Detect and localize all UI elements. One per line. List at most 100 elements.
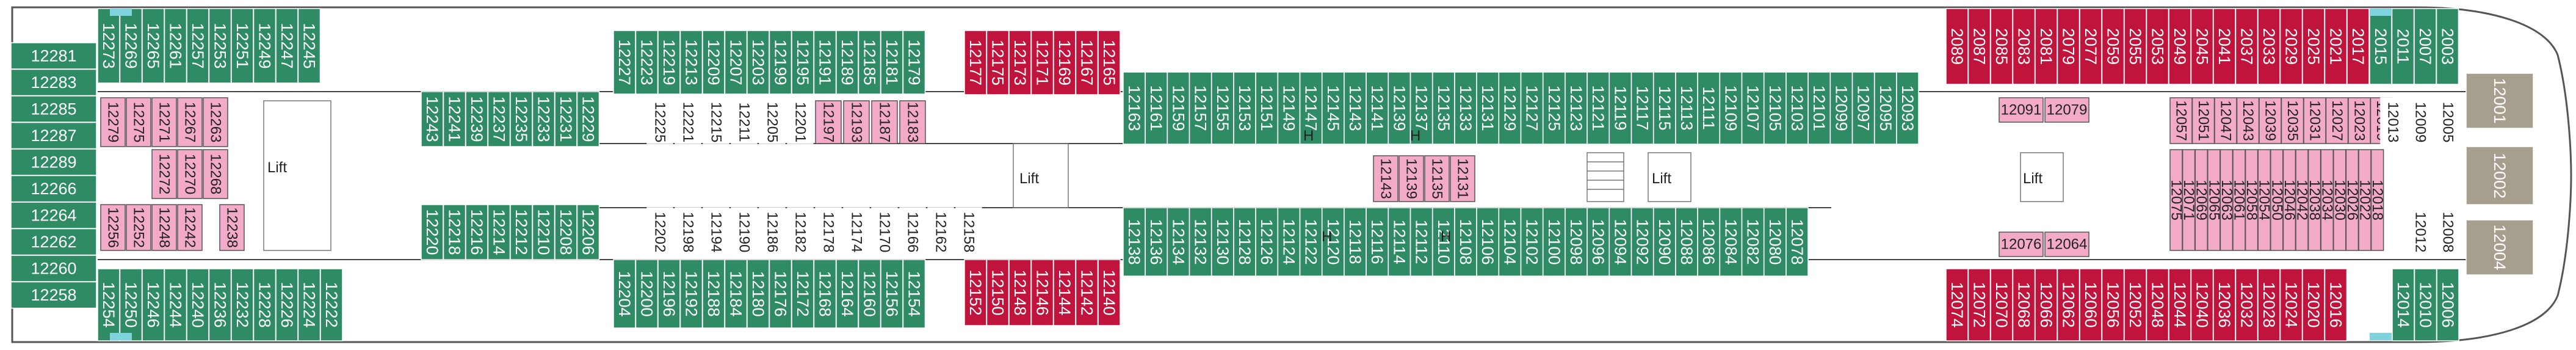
- cabin-shape[interactable]: [177, 149, 203, 199]
- cabin-12241[interactable]: 12241: [443, 91, 466, 147]
- cabin-12227[interactable]: 12227: [613, 30, 636, 95]
- cabin-12279[interactable]: 12279: [100, 97, 126, 147]
- cabin-12079[interactable]: 12079: [2044, 97, 2089, 123]
- cabin-shape[interactable]: [787, 207, 814, 257]
- cabin-12187[interactable]: 12187: [871, 100, 898, 144]
- cabin-shape[interactable]: [421, 204, 444, 260]
- cabin-12258[interactable]: 12258: [10, 281, 97, 309]
- cabin-12147[interactable]: 12147: [1299, 71, 1323, 145]
- cabin-shape[interactable]: [2324, 268, 2348, 341]
- cabin-12116[interactable]: 12116: [1366, 207, 1389, 277]
- cabin-12182[interactable]: 12182: [787, 207, 814, 257]
- cabin-12152[interactable]: 12152: [964, 259, 987, 326]
- cabin-shape[interactable]: [613, 259, 636, 329]
- cabin-12239[interactable]: 12239: [465, 91, 488, 147]
- cabin-12010[interactable]: 12010: [2414, 268, 2437, 341]
- cabin-shape[interactable]: [2079, 268, 2102, 341]
- cabin-shape[interactable]: [1741, 71, 1765, 145]
- cabin-12004[interactable]: 12004: [2466, 219, 2534, 275]
- cabin-12149[interactable]: 12149: [1277, 71, 1301, 145]
- cabin-shape[interactable]: [899, 100, 926, 144]
- cabin-12229[interactable]: 12229: [576, 91, 600, 147]
- cabin-shape[interactable]: [635, 30, 659, 95]
- cabin-shape[interactable]: [443, 91, 466, 147]
- cabin-shape[interactable]: [1945, 268, 1969, 341]
- cabin-12005[interactable]: 12005: [2435, 97, 2461, 147]
- cabin-12154[interactable]: 12154: [902, 259, 926, 329]
- cabin-shape[interactable]: [703, 207, 729, 257]
- cabin-shape[interactable]: [2235, 268, 2259, 341]
- cabin-12105[interactable]: 12105: [1764, 71, 1787, 145]
- cabin-shape[interactable]: [275, 268, 298, 341]
- cabin-shape[interactable]: [1454, 71, 1477, 145]
- cabin-12103[interactable]: 12103: [1785, 71, 1809, 145]
- cabin-12118[interactable]: 12118: [1344, 207, 1367, 277]
- cabin-shape[interactable]: [1098, 30, 1121, 95]
- cabin-12075[interactable]: 12075: [2168, 149, 2185, 251]
- cabin-shape[interactable]: [1366, 71, 1389, 145]
- cabin-12096[interactable]: 12096: [1586, 207, 1610, 277]
- cabin-shape[interactable]: [219, 204, 245, 251]
- cabin-shape[interactable]: [1030, 30, 1054, 95]
- cabin-shape[interactable]: [320, 268, 343, 341]
- cabin-12139[interactable]: 12139: [1387, 71, 1411, 145]
- cabin-12164[interactable]: 12164: [836, 259, 859, 329]
- cabin-shape[interactable]: [1075, 259, 1099, 326]
- cabin-shape[interactable]: [554, 204, 577, 260]
- cabin-12137[interactable]: 12137: [1409, 71, 1433, 145]
- cabin-12036[interactable]: 12036: [2213, 268, 2236, 341]
- cabin-2079[interactable]: 2079: [2057, 8, 2080, 85]
- cabin-12257[interactable]: 12257: [186, 8, 209, 84]
- cabin-shape[interactable]: [2236, 97, 2260, 144]
- cabin-12249[interactable]: 12249: [253, 8, 277, 84]
- cabin-12100[interactable]: 12100: [1543, 207, 1566, 277]
- cabin-12207[interactable]: 12207: [724, 30, 748, 95]
- cabin-shape[interactable]: [2035, 8, 2058, 85]
- cabin-12254[interactable]: 12254: [97, 268, 120, 341]
- cabin-shape[interactable]: [1990, 268, 2013, 341]
- cabin-12215[interactable]: 12215: [703, 100, 729, 144]
- cabin-shape[interactable]: [675, 100, 701, 144]
- cabin-shape[interactable]: [2325, 97, 2349, 144]
- cabin-shape[interactable]: [2466, 219, 2534, 275]
- cabin-12250[interactable]: 12250: [119, 268, 143, 341]
- cabin-shape[interactable]: [1454, 207, 1477, 277]
- cabin-shape[interactable]: [1233, 207, 1256, 277]
- cabin-12285[interactable]: 12285: [10, 95, 97, 123]
- cabin-shape[interactable]: [702, 30, 725, 95]
- cabin-12160[interactable]: 12160: [858, 259, 881, 329]
- cabin-shape[interactable]: [2391, 8, 2415, 85]
- cabin-shape[interactable]: [1299, 71, 1323, 145]
- cabin-12078[interactable]: 12078: [1785, 207, 1809, 277]
- cabin-shape[interactable]: [927, 207, 954, 257]
- cabin-shape[interactable]: [657, 259, 681, 329]
- cabin-12044[interactable]: 12044: [2168, 268, 2191, 341]
- cabin-shape[interactable]: [2168, 8, 2191, 85]
- cabin-12076[interactable]: 12076: [1999, 232, 2044, 257]
- cabin-shape[interactable]: [2146, 268, 2169, 341]
- cabin-12151[interactable]: 12151: [1255, 71, 1278, 145]
- cabin-12141[interactable]: 12141: [1366, 71, 1389, 145]
- cabin-2085[interactable]: 2085: [1990, 8, 2013, 85]
- cabin-shape[interactable]: [1520, 71, 1544, 145]
- cabin-shape[interactable]: [2044, 232, 2089, 257]
- cabin-2025[interactable]: 2025: [2302, 8, 2325, 85]
- cabin-shape[interactable]: [297, 268, 321, 341]
- cabin-12192[interactable]: 12192: [679, 259, 703, 329]
- cabin-12122[interactable]: 12122: [1299, 207, 1323, 277]
- cabin-shape[interactable]: [1409, 207, 1433, 277]
- cabin-shape[interactable]: [208, 8, 232, 84]
- cabin-shape[interactable]: [1807, 71, 1831, 145]
- cabin-12198[interactable]: 12198: [675, 207, 701, 257]
- cabin-12062[interactable]: 12062: [2057, 268, 2080, 341]
- cabin-12016[interactable]: 12016: [2324, 268, 2348, 341]
- cabin-shape[interactable]: [836, 259, 859, 329]
- cabin-12243[interactable]: 12243: [421, 91, 444, 147]
- cabin-12177[interactable]: 12177: [964, 30, 987, 95]
- cabin-12097[interactable]: 12097: [1851, 71, 1875, 145]
- cabin-shape[interactable]: [576, 91, 600, 147]
- cabin-shape[interactable]: [142, 268, 165, 341]
- cabin-12102[interactable]: 12102: [1520, 207, 1544, 277]
- cabin-12023[interactable]: 12023: [2348, 97, 2371, 144]
- cabin-12163[interactable]: 12163: [1123, 71, 1146, 145]
